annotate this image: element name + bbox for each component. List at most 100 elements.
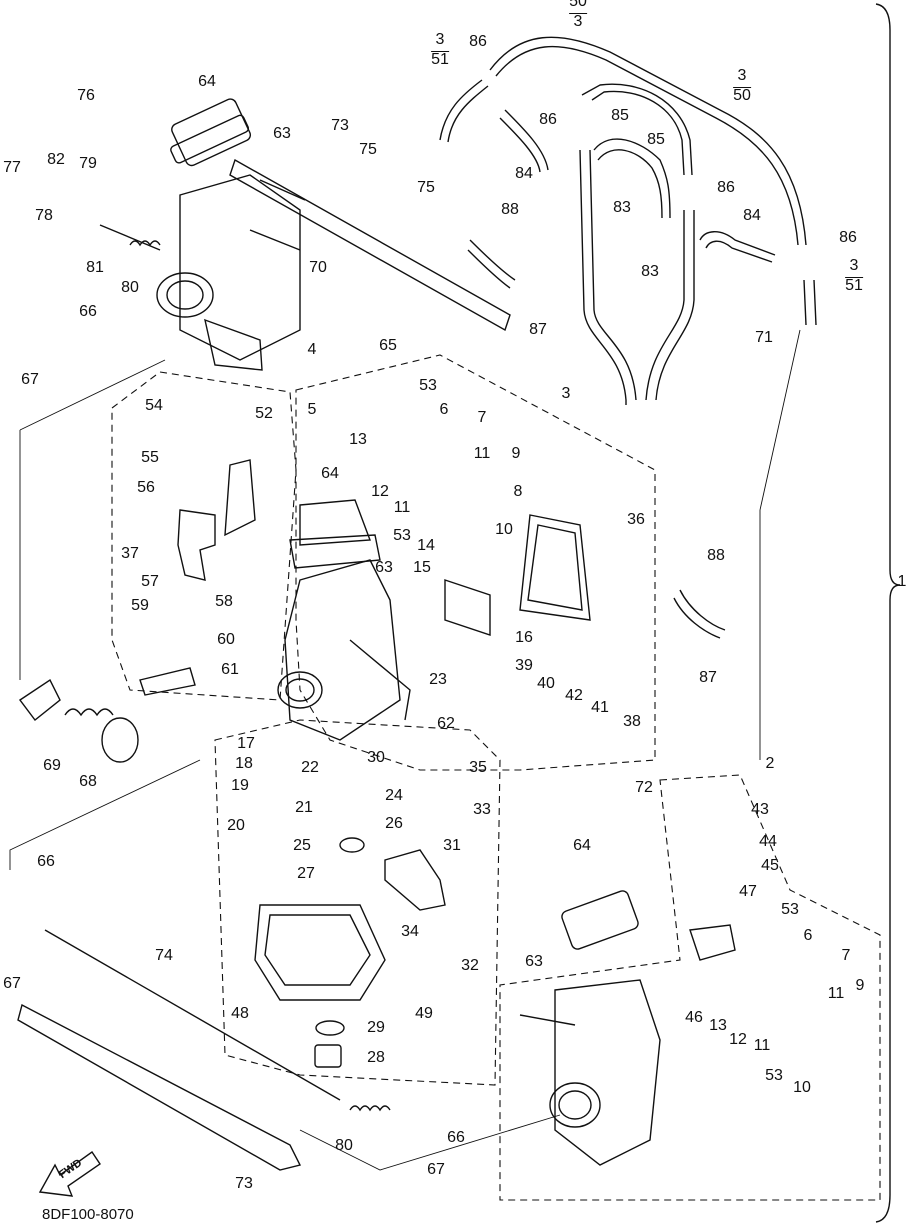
callout-c49: 49 bbox=[415, 1005, 433, 1022]
callout-c34: 34 bbox=[401, 923, 419, 940]
callout-c56: 56 bbox=[137, 479, 155, 496]
callout-c77: 77 bbox=[3, 159, 21, 176]
callout-c35: 35 bbox=[469, 759, 487, 776]
callout-c82: 82 bbox=[47, 151, 65, 168]
callout-c26: 26 bbox=[385, 815, 403, 832]
callout-c17: 17 bbox=[237, 735, 255, 752]
callout-c10_a: 10 bbox=[495, 521, 513, 538]
plate-69 bbox=[18, 678, 61, 721]
callout-sub-ref: 51 bbox=[431, 51, 449, 68]
callout-c41: 41 bbox=[591, 699, 609, 716]
callout-c46: 46 bbox=[685, 1009, 703, 1026]
callout-c85_b: 85 bbox=[647, 131, 665, 148]
callout-c16: 16 bbox=[515, 629, 533, 646]
callout-c48: 48 bbox=[231, 1005, 249, 1022]
callout-c67_c: 67 bbox=[427, 1161, 445, 1178]
callout-c85_a: 85 bbox=[611, 107, 629, 124]
callout-c80_b: 80 bbox=[335, 1137, 353, 1154]
callout-c64_c: 64 bbox=[573, 837, 591, 854]
callout-c70: 70 bbox=[309, 259, 327, 276]
assembly-bracket bbox=[875, 3, 901, 1223]
callout-c52: 52 bbox=[255, 405, 273, 422]
callout-c60: 60 bbox=[217, 631, 235, 648]
bracket-47 bbox=[689, 924, 736, 961]
callout-c2: 2 bbox=[765, 755, 775, 772]
callout-c10_b: 10 bbox=[793, 1079, 811, 1096]
callout-c23: 23 bbox=[429, 671, 447, 688]
callout-ref: 3 bbox=[849, 257, 859, 274]
callout-c86_b: 86 bbox=[539, 111, 557, 128]
callout-c19: 19 bbox=[231, 777, 249, 794]
bracket-37 bbox=[177, 509, 216, 581]
callout-c67_a: 67 bbox=[21, 371, 39, 388]
callout-c13_a: 13 bbox=[349, 431, 367, 448]
callout-c27: 27 bbox=[297, 865, 315, 882]
callout-c7_b: 7 bbox=[841, 947, 851, 964]
callout-ref: 50 bbox=[569, 0, 587, 10]
callout-sub-ref: 3 bbox=[569, 13, 587, 30]
callout-c86_a: 86 bbox=[469, 33, 487, 50]
plug-28 bbox=[314, 1044, 342, 1068]
callout-c63_a: 63 bbox=[273, 125, 291, 142]
callout-c31: 31 bbox=[443, 837, 461, 854]
group-left-outline bbox=[111, 371, 297, 701]
hose-87-right bbox=[673, 589, 726, 639]
hose-51-right bbox=[803, 279, 817, 326]
callout-c61: 61 bbox=[221, 661, 239, 678]
cover-panel-8 bbox=[519, 514, 591, 621]
callout-c47: 47 bbox=[739, 883, 757, 900]
callout-c86_c: 86 bbox=[717, 179, 735, 196]
callout-c86_d: 86 bbox=[839, 229, 857, 246]
callout-c28: 28 bbox=[367, 1049, 385, 1066]
hose-83-right bbox=[645, 210, 695, 401]
callout-c30: 30 bbox=[367, 749, 385, 766]
fwd-arrow bbox=[38, 1151, 101, 1197]
spring-69 bbox=[64, 708, 114, 717]
callout-c64_a: 64 bbox=[198, 73, 216, 90]
callout-c83_b: 83 bbox=[641, 263, 659, 280]
callout-c63_c: 63 bbox=[525, 953, 543, 970]
callout-c21: 21 bbox=[295, 799, 313, 816]
callout-c11_c: 11 bbox=[827, 985, 845, 1002]
callout-c53_c: 53 bbox=[781, 901, 799, 918]
callout-c71: 71 bbox=[755, 329, 773, 346]
callout-c11_a: 11 bbox=[473, 445, 491, 462]
callout-c88_b: 88 bbox=[707, 547, 725, 564]
callout-c84_b: 84 bbox=[743, 207, 761, 224]
callout-c57: 57 bbox=[141, 573, 159, 590]
group-2-outline bbox=[499, 774, 881, 1201]
callout-ref: 3 bbox=[435, 31, 445, 48]
callout-c67_b: 67 bbox=[3, 975, 21, 992]
callout-c66_b: 66 bbox=[37, 853, 55, 870]
callout-c38: 38 bbox=[623, 713, 641, 730]
float-31 bbox=[384, 849, 446, 911]
callout-c15: 15 bbox=[413, 559, 431, 576]
part-25 bbox=[339, 837, 365, 853]
callout-c11_d: 11 bbox=[753, 1037, 771, 1054]
callout-c6_b: 6 bbox=[803, 927, 813, 944]
callout-c53_b: 53 bbox=[393, 527, 411, 544]
callout-c81: 81 bbox=[86, 259, 104, 276]
callout-c65: 65 bbox=[379, 337, 397, 354]
callout-sub-ref: 50 bbox=[733, 87, 751, 104]
hose-50 bbox=[489, 36, 807, 246]
callout-sub-ref: 51 bbox=[845, 277, 863, 294]
callout-c40: 40 bbox=[537, 675, 555, 692]
callout-c25: 25 bbox=[293, 837, 311, 854]
callout-c73_a: 73 bbox=[331, 117, 349, 134]
callout-c59: 59 bbox=[131, 597, 149, 614]
hose-85 bbox=[593, 138, 671, 219]
callout-c3_a: 3 bbox=[561, 385, 571, 402]
callout-c20: 20 bbox=[227, 817, 245, 834]
callout-c9_b: 9 bbox=[855, 977, 865, 994]
callout-c54: 54 bbox=[145, 397, 163, 414]
callout-c13_b: 13 bbox=[709, 1017, 727, 1034]
callout-c12_b: 12 bbox=[729, 1031, 747, 1048]
callout-c75_a: 75 bbox=[359, 141, 377, 158]
callout-c74: 74 bbox=[155, 947, 173, 964]
callout-c8: 8 bbox=[513, 483, 523, 500]
callout-c43: 43 bbox=[751, 801, 769, 818]
